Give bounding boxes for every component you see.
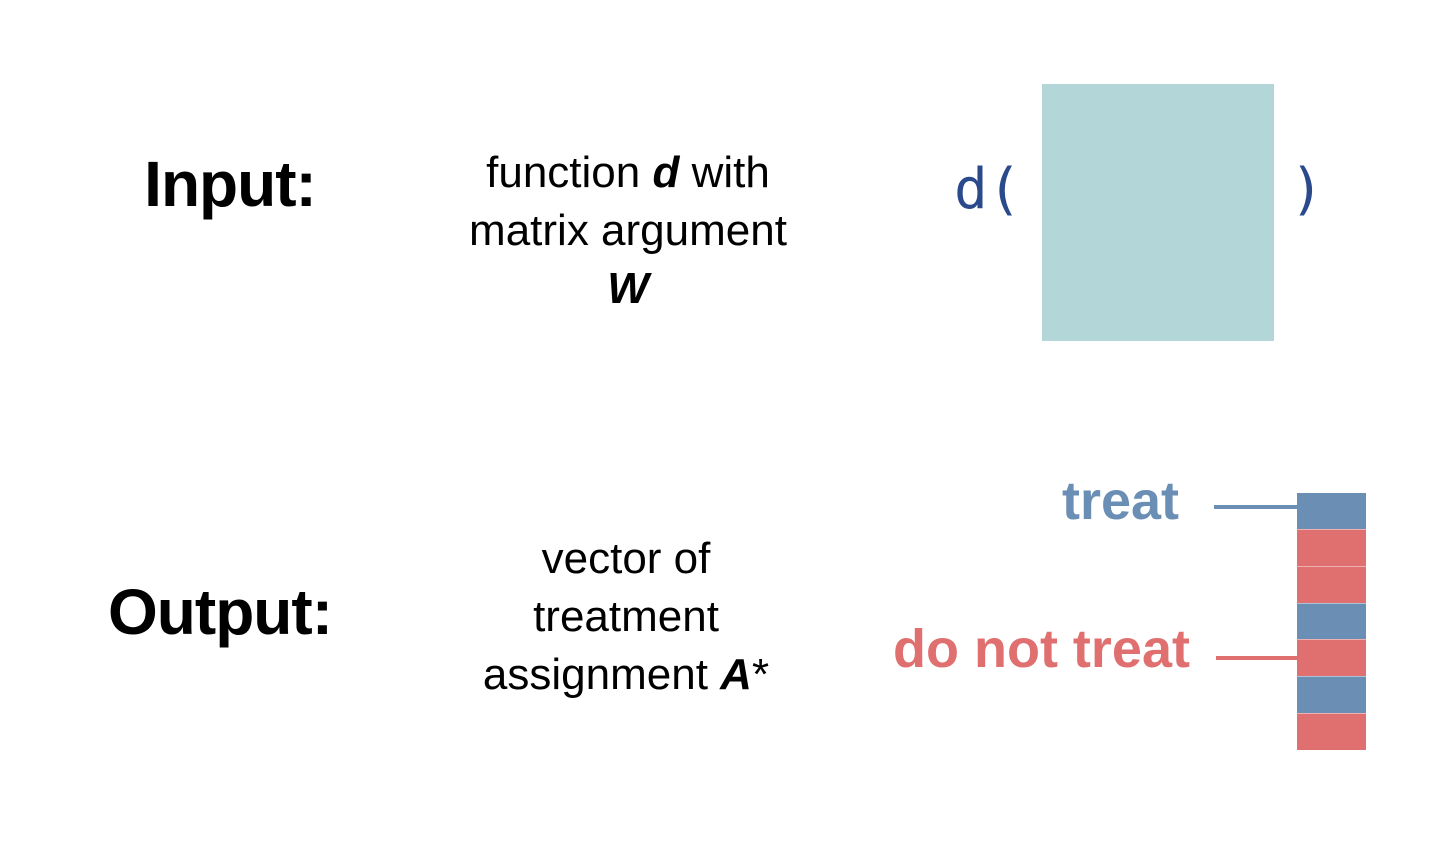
output-desc-line-1: vector of [541,534,711,583]
output-description: vector of treatment assignment A* [416,530,836,704]
matrix-w-box [1042,84,1274,341]
input-desc-line-2: matrix argument [469,206,787,255]
vector-cell-do-not-treat [1297,565,1366,603]
do-not-treat-label: do not treat [893,619,1190,679]
vector-cell-treat [1297,602,1366,640]
input-description: function d with matrix argument W [418,144,838,318]
treat-leader-line [1214,505,1298,509]
vector-cell-do-not-treat [1297,528,1366,566]
input-desc-text: function [486,148,653,197]
vector-cell-do-not-treat [1297,639,1366,677]
assignment-vector [1297,493,1366,751]
do-not-treat-leader-line [1216,656,1298,660]
assignment-variable-a: A [720,650,752,699]
output-desc-line-2: treatment [533,592,719,641]
vector-cell-treat [1297,493,1366,529]
function-variable-d: d [652,148,680,197]
output-label: Output: [108,576,333,648]
vector-cell-do-not-treat [1297,713,1366,751]
input-desc-line-1: function d with [418,144,838,202]
function-call-close: ) [1290,157,1324,222]
input-desc-text: with [679,148,770,197]
treat-label: treat [1062,471,1180,531]
matrix-variable-w: W [607,264,649,313]
input-label: Input: [144,148,317,220]
assignment-star: * [751,650,770,699]
output-desc-line-3: assignment A* [416,646,836,704]
function-call-open: d( [954,157,1022,222]
vector-cell-treat [1297,676,1366,714]
output-desc-text: assignment [482,650,721,699]
